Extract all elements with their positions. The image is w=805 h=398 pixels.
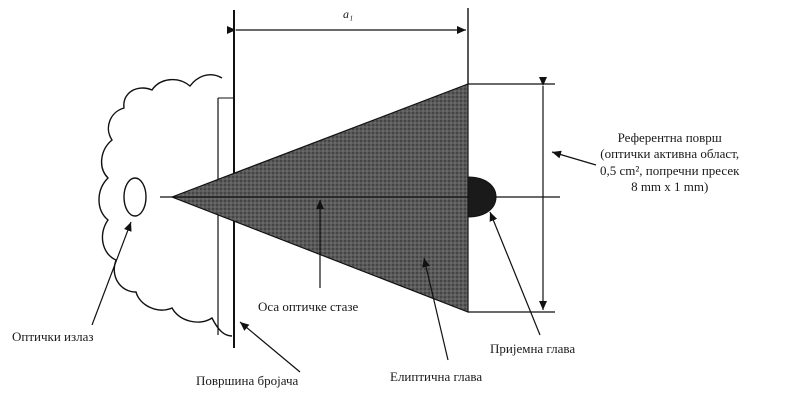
- leader-optical-output: [91, 221, 132, 326]
- optical-output-ellipse: [123, 177, 147, 217]
- leader-counter-surface: [239, 321, 301, 373]
- leader-reference: [551, 150, 597, 166]
- reference-line-2: (оптички активна област,: [600, 146, 740, 162]
- dimension-label-a1: a₁: [343, 7, 354, 21]
- reference-line-4: 8 mm x 1 mm): [631, 178, 709, 194]
- leader-receiver: [489, 211, 541, 336]
- counter-surface-label: Површина бројача: [196, 373, 299, 388]
- reference-line-1: Референтна површ: [617, 130, 722, 145]
- reference-line-3: 0,5 cm², попречни пресек: [600, 162, 740, 178]
- reference-surface-label: Референтна површ (оптички активна област…: [600, 130, 739, 195]
- receiver-label: Пријемна глава: [490, 341, 576, 356]
- cone-label: Елиптична глава: [390, 369, 483, 384]
- receiver-head: [467, 176, 497, 218]
- optical-output-label: Оптички излаз: [12, 329, 94, 344]
- fiber-axis-label: Оса оптичке стазе: [258, 299, 359, 314]
- source-device-outline: [98, 74, 233, 337]
- leader-cone: [422, 257, 449, 361]
